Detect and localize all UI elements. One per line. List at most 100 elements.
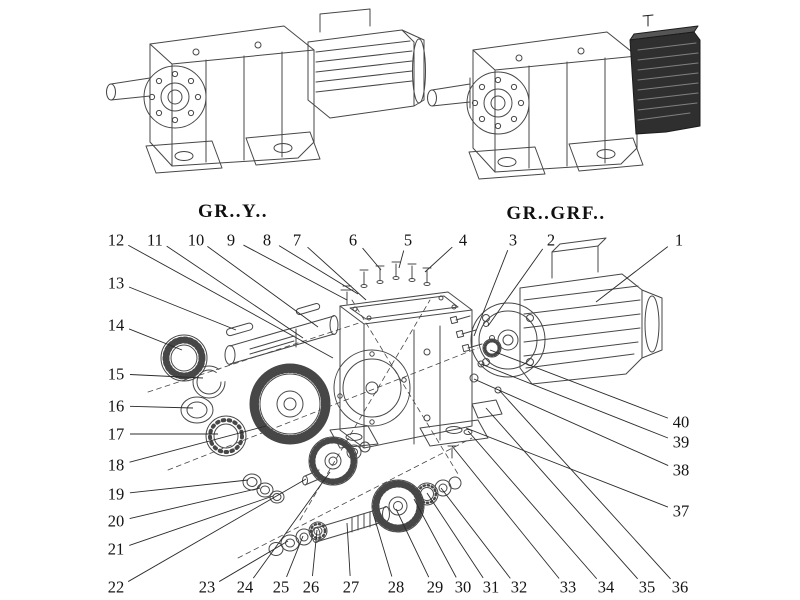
callout-leader-layer — [127, 244, 671, 582]
gear-large — [249, 363, 331, 445]
callout-leader-24 — [252, 471, 331, 579]
gry-front-boss — [143, 65, 207, 129]
gry-output-shaft — [106, 71, 151, 103]
callout-leader-16 — [129, 405, 194, 409]
callout-number-26: 26 — [303, 578, 320, 597]
motor-pinion — [482, 338, 502, 358]
shaft-keys — [226, 303, 321, 337]
callout-number-32: 32 — [511, 578, 528, 597]
figure-gr-grf-drawing — [427, 14, 701, 180]
callout-leader-12 — [128, 244, 334, 359]
grf-housing — [472, 31, 638, 173]
callout-leader-33 — [451, 445, 560, 579]
callout-number-4: 4 — [459, 231, 467, 250]
callout-number-14: 14 — [108, 316, 125, 335]
gear-second — [371, 476, 462, 533]
callout-number-28: 28 — [388, 578, 405, 597]
grf-feet — [468, 137, 644, 180]
callout-leader-36 — [498, 389, 671, 580]
callout-leader-2 — [487, 248, 544, 327]
callout-leader-30 — [413, 498, 457, 578]
figure-label-gr-y: GR..Y.. — [198, 201, 268, 222]
callout-number-37: 37 — [673, 502, 690, 521]
callout-number-33: 33 — [560, 578, 577, 597]
callout-number-25: 25 — [273, 578, 290, 597]
callout-leader-22 — [127, 478, 307, 582]
callout-number-38: 38 — [673, 461, 690, 480]
callout-number-40: 40 — [673, 413, 690, 432]
callout-leader-26 — [312, 529, 318, 577]
spacer-ring — [180, 396, 214, 424]
washers-lower — [268, 521, 328, 556]
callout-leader-25 — [286, 535, 304, 578]
callout-number-1: 1 — [675, 231, 683, 250]
callout-leader-19 — [129, 479, 249, 494]
callout-number-10: 10 — [188, 231, 205, 250]
callout-number-27: 27 — [343, 578, 360, 597]
callout-number-19: 19 — [108, 485, 125, 504]
callout-leader-37 — [465, 427, 669, 508]
callout-leader-27 — [346, 522, 351, 577]
callout-number-5: 5 — [404, 231, 412, 250]
callout-number-15: 15 — [108, 365, 125, 384]
callout-leader-14 — [128, 328, 183, 351]
gry-motor — [307, 8, 426, 119]
exploded-view — [147, 237, 663, 559]
callout-number-20: 20 — [108, 512, 125, 531]
callout-leader-10 — [207, 246, 319, 328]
top-bolts — [340, 261, 432, 305]
callout-number-23: 23 — [199, 578, 216, 597]
callout-leader-29 — [395, 508, 430, 578]
callout-leader-21 — [129, 495, 274, 546]
callout-number-29: 29 — [427, 578, 444, 597]
callout-leader-34 — [467, 430, 598, 580]
gry-feet — [145, 131, 321, 174]
callout-number-18: 18 — [108, 456, 125, 475]
callout-leader-1 — [595, 246, 669, 303]
bearing-front — [205, 415, 247, 457]
grf-front-boss — [466, 71, 530, 135]
callout-number-22: 22 — [108, 578, 125, 597]
callout-number-3: 3 — [509, 231, 517, 250]
callout-number-8: 8 — [263, 231, 271, 250]
gear-medium — [302, 436, 371, 486]
ring-stack — [242, 473, 285, 504]
callout-leader-7 — [307, 246, 367, 301]
oil-seal-ring — [160, 334, 208, 382]
callout-number-24: 24 — [237, 578, 254, 597]
callout-leader-28 — [372, 512, 393, 577]
vent-plug — [340, 285, 354, 305]
callout-leader-20 — [129, 487, 261, 519]
callout-leader-3 — [473, 250, 509, 337]
callout-number-17: 17 — [108, 425, 125, 444]
housing — [329, 291, 503, 449]
grf-output-shaft — [427, 77, 471, 109]
motor-assembly — [470, 237, 663, 385]
callout-leader-32 — [440, 487, 511, 579]
figure-label-gr-grf: GR..GRF.. — [506, 203, 606, 224]
callout-leader-39 — [480, 363, 669, 439]
callout-leader-15 — [129, 374, 204, 379]
callout-leader-38 — [473, 378, 669, 466]
grf-finned-cover — [629, 14, 701, 135]
callout-number-9: 9 — [227, 231, 235, 250]
studs-and-washers — [449, 315, 502, 394]
callout-leader-31 — [426, 492, 484, 579]
callout-number-2: 2 — [547, 231, 555, 250]
callout-number-34: 34 — [598, 578, 615, 597]
figure-gr-y-drawing — [106, 8, 426, 174]
callout-number-7: 7 — [293, 231, 301, 250]
callout-leader-5 — [398, 250, 405, 269]
gry-housing — [149, 25, 315, 167]
callout-leader-35 — [485, 407, 638, 580]
callout-leader-18 — [129, 425, 267, 463]
callout-number-13: 13 — [108, 274, 125, 293]
callout-number-35: 35 — [639, 578, 656, 597]
callout-leader-6 — [362, 247, 382, 271]
callout-leader-13 — [128, 286, 237, 331]
callout-number-6: 6 — [349, 231, 357, 250]
callout-number-21: 21 — [108, 540, 125, 559]
callout-leader-40 — [489, 349, 669, 419]
